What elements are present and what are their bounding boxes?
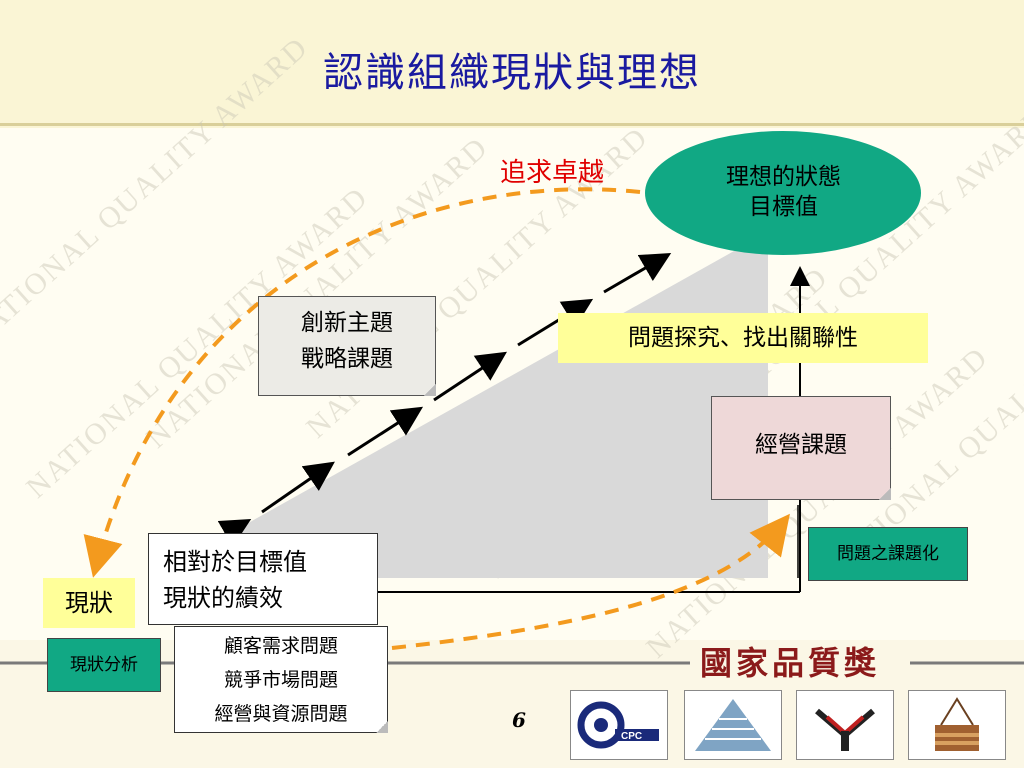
ideal-line-2: 目標值	[749, 194, 818, 220]
issue-to-topic-label: 問題之課題化	[808, 527, 968, 581]
cpc-logo: CPC	[570, 690, 668, 760]
ideal-state: 理想的狀態 目標值	[676, 162, 891, 222]
problem-item: 競爭市場問題	[223, 669, 338, 691]
problems-box: 顧客需求問題 競爭市場問題 經營與資源問題	[174, 626, 388, 733]
problem-item: 經營與資源問題	[214, 703, 348, 725]
title-divider	[0, 123, 1024, 126]
growth-triangle	[150, 232, 768, 578]
innovation-line-2: 戰略課題	[301, 346, 393, 372]
relative-line-1: 相對於目標值	[163, 548, 307, 576]
svg-text:CPC: CPC	[621, 731, 642, 742]
current-analysis-label: 現狀分析	[47, 638, 161, 692]
page-fold	[879, 488, 891, 500]
problem-item: 顧客需求問題	[223, 635, 338, 657]
ideal-ellipse	[645, 131, 921, 255]
pursuit-arc	[83, 187, 641, 578]
business-issue-text: 經營課題	[755, 432, 847, 458]
page-fold	[424, 384, 436, 396]
relative-performance-box: 相對於目標值 現狀的績效	[148, 533, 378, 625]
pyramid-logo	[684, 690, 782, 760]
national-quality-award-brand: 國家品質獎	[700, 644, 881, 682]
slide-title: 認識組織現狀與理想	[323, 50, 701, 96]
business-issue-box: 經營課題	[711, 396, 891, 500]
relative-line-2: 現狀的績效	[163, 584, 283, 612]
issue-arc	[391, 513, 790, 650]
figure-logo	[796, 690, 894, 760]
basket-logo	[908, 690, 1006, 760]
pursuit-label: 追求卓越	[499, 158, 604, 188]
title-bar	[0, 0, 1024, 128]
page-fold	[376, 721, 388, 733]
current-state-label: 現狀	[43, 578, 135, 628]
explore-label: 問題探究、找出關聯性	[558, 313, 928, 363]
innovation-box: 創新主題 戰略課題	[258, 296, 436, 396]
innovation-line-1: 創新主題	[301, 310, 393, 336]
ideal-line-1: 理想的狀態	[726, 164, 841, 190]
page-number: 6	[512, 708, 526, 732]
